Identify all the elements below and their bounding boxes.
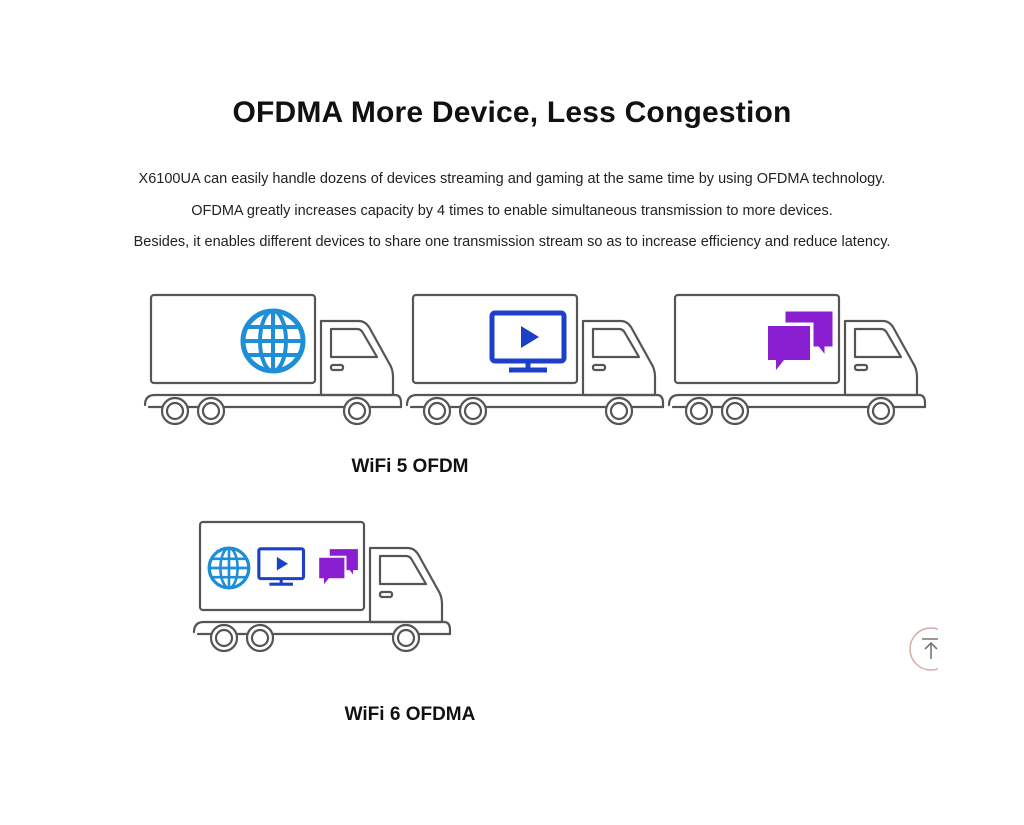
arrow-up-to-top-icon xyxy=(909,627,938,671)
wifi5-truck-2 xyxy=(405,293,665,426)
wifi6-truck xyxy=(192,520,452,653)
monitor-play-icon xyxy=(492,313,564,370)
globe-icon xyxy=(243,311,303,371)
wifi6-label: WiFi 6 OFDMA xyxy=(344,704,476,725)
wifi5-truck-1 xyxy=(143,293,403,426)
description-line-3: Besides, it enables different devices to… xyxy=(133,234,891,250)
chat-bubbles-icon xyxy=(318,547,360,586)
chat-bubbles-icon xyxy=(766,308,836,372)
monitor-play-icon xyxy=(257,547,306,586)
wifi5-label: WiFi 5 OFDM xyxy=(351,456,469,477)
scroll-to-top-button[interactable] xyxy=(908,626,938,672)
globe-icon xyxy=(207,546,251,590)
wifi5-truck-3 xyxy=(667,293,927,426)
description-line-1: X6100UA can easily handle dozens of devi… xyxy=(138,171,886,187)
description-line-2: OFDMA greatly increases capacity by 4 ti… xyxy=(191,203,833,219)
page-title: OFDMA More Device, Less Congestion xyxy=(232,96,792,129)
